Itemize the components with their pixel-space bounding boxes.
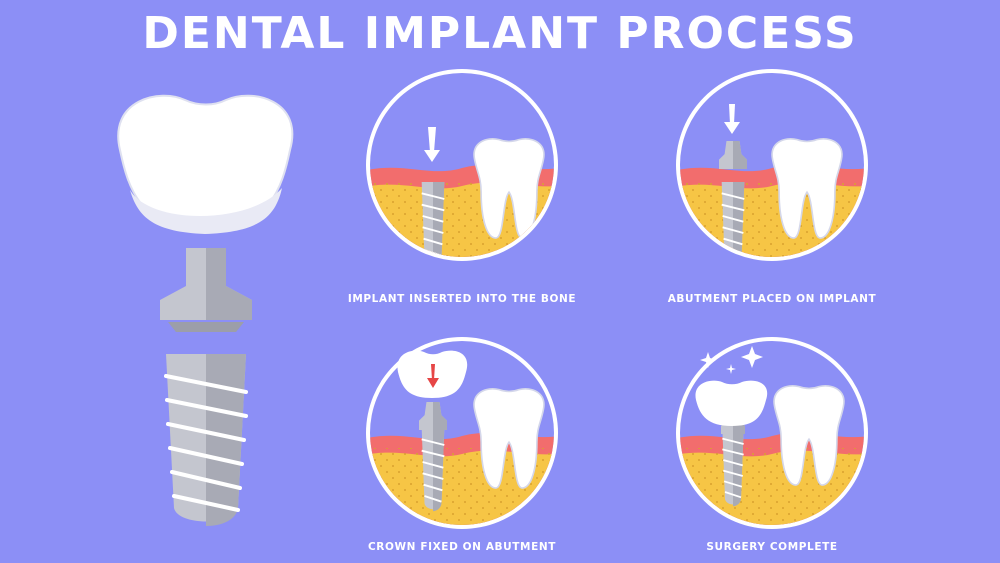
implant-screw-icon (164, 354, 248, 526)
crown-icon (695, 380, 768, 426)
arrow-down-icon (424, 127, 440, 162)
step-1-caption: IMPLANT INSERTED INTO THE BONE (347, 293, 577, 305)
arrow-down-icon (427, 364, 439, 388)
step-3-caption: CROWN FIXED ON ABUTMENT (367, 541, 557, 553)
step-3-illustration (366, 337, 558, 529)
implant-screw-icon (420, 428, 446, 513)
step-4-caption: SURGERY COMPLETE (706, 541, 838, 553)
implant-screw-icon (721, 428, 745, 508)
page-title: DENTAL IMPLANT PROCESS (142, 8, 858, 59)
crown-icon (117, 94, 294, 234)
step-2-illustration (676, 69, 868, 261)
step-4-illustration (676, 337, 868, 529)
exploded-implant (117, 94, 294, 526)
abutment-icon (160, 248, 252, 332)
step-1-illustration (366, 69, 558, 261)
arrow-down-icon (724, 104, 740, 134)
step-2-caption: ABUTMENT PLACED ON IMPLANT (667, 293, 877, 305)
sparkle-icon (700, 346, 763, 374)
